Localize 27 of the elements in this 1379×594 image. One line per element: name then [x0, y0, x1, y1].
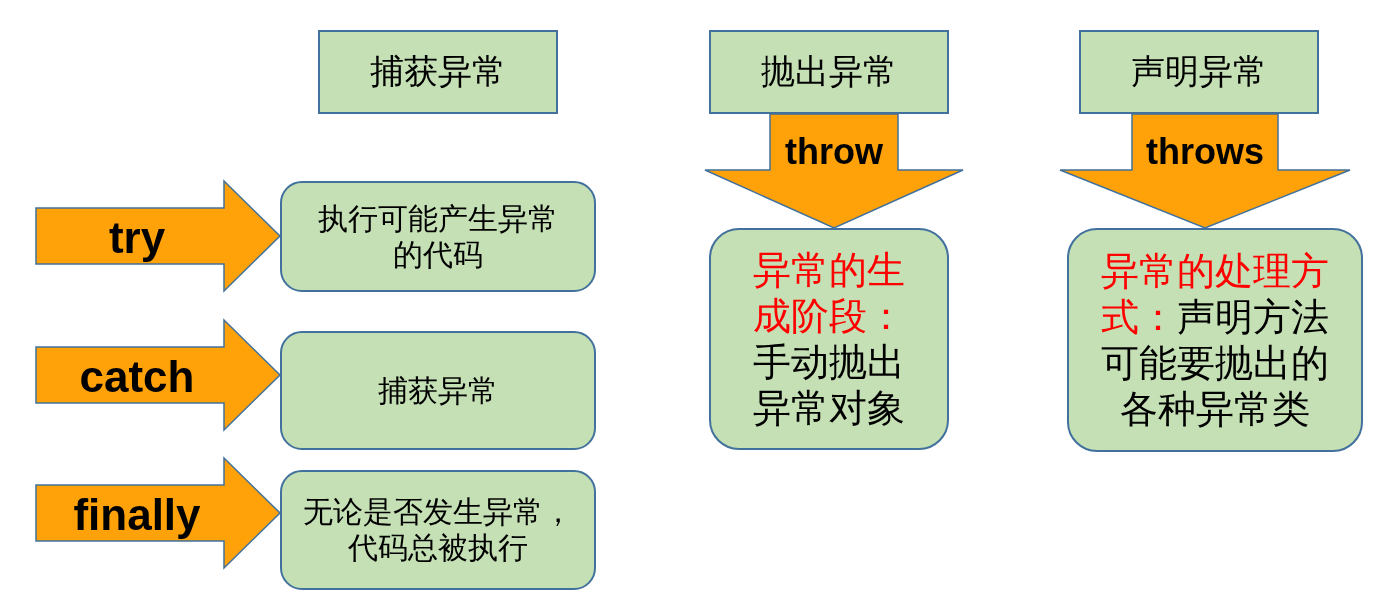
edge-label: try	[108, 213, 166, 263]
process-box	[1067, 228, 1363, 452]
box-text: 捕获异常	[378, 372, 498, 409]
heading-text: 声明异常	[1131, 52, 1267, 92]
edge-label: throws	[1146, 132, 1264, 172]
block-arrow	[35, 456, 282, 570]
heading-box	[1079, 30, 1319, 114]
edge-label: catch	[79, 352, 195, 402]
process-box	[280, 470, 596, 590]
heading-text: 抛出异常	[761, 52, 897, 92]
process-box	[280, 331, 596, 450]
block-arrow	[35, 179, 282, 293]
block-arrow	[704, 113, 964, 229]
process-box	[709, 228, 949, 450]
box-text: 执行可能产生异常的代码	[317, 200, 559, 273]
highlight-text: 异常的生成阶段：	[752, 248, 906, 339]
edge-label: throw	[785, 132, 883, 172]
edge-label: finally	[73, 490, 201, 540]
box-text: 异常的处理方式：声明方法可能要抛出的各种异常类	[1100, 249, 1330, 432]
heading-text: 捕获异常	[370, 52, 506, 92]
process-box	[280, 181, 596, 292]
box-text: 无论是否发生异常，代码总被执行	[302, 494, 574, 566]
body-text: 手动抛出异常对象	[752, 340, 906, 431]
block-arrow	[1059, 113, 1351, 229]
heading-box	[709, 30, 949, 114]
heading-box	[318, 30, 558, 114]
block-arrow	[35, 318, 282, 432]
